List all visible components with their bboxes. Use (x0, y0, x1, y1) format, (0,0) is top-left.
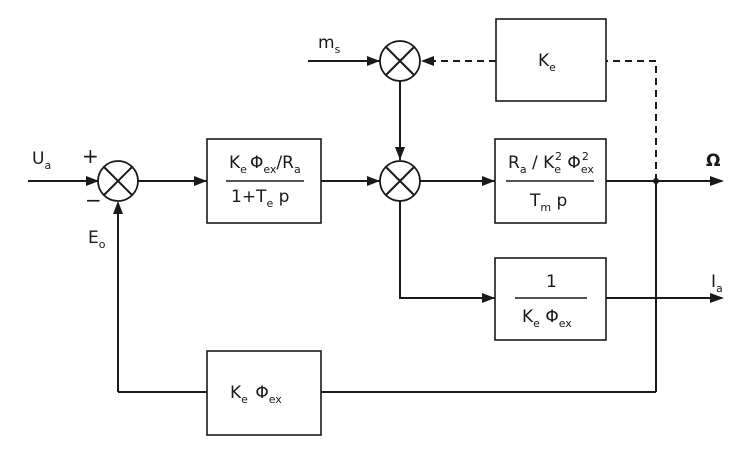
block-armature-denominator: 1+Te p (231, 187, 289, 210)
arrow-ua (86, 176, 99, 186)
arrow-current-in (482, 293, 495, 303)
arrow-sum2-right (421, 56, 434, 66)
arrow-armature-in (194, 176, 207, 186)
block-mechanical-numerator: Ra / Ke2 Φex2 (508, 150, 594, 176)
block-ke-top-label: Ke (538, 51, 556, 74)
arrow-ms (367, 56, 380, 66)
block-ke-top (495, 18, 607, 102)
arrow-ia (710, 293, 724, 303)
block-current-numerator: 1 (546, 272, 557, 292)
arrow-sum1-bottom (113, 201, 123, 214)
block-mechanical-denominator: Tm p (529, 191, 567, 214)
label-ms: ms (318, 33, 341, 56)
block-current (494, 257, 607, 341)
wire-dashed-omega-ke (606, 60, 657, 181)
arrow-omega (710, 176, 724, 186)
label-eo: Eo (88, 228, 106, 251)
summing-junction-1 (97, 160, 139, 202)
summing-junction-2 (379, 40, 421, 82)
arrow-sum3-in (367, 176, 380, 186)
sign-plus: + (82, 144, 99, 168)
wire-sum3-current (399, 201, 495, 299)
sign-minus: − (85, 188, 102, 212)
block-feedback-gain-label: Ke Φex (230, 383, 282, 406)
arrow-sum3-top (395, 147, 405, 160)
arrow-mech-in (482, 176, 495, 186)
label-ua: Ua (32, 149, 51, 172)
block-current-denominator: Ke Φex (522, 307, 572, 330)
block-feedback-gain (206, 350, 322, 436)
label-omega: Ω (706, 151, 720, 171)
label-ia: Ia (711, 272, 723, 295)
summing-junction-3 (379, 160, 421, 202)
